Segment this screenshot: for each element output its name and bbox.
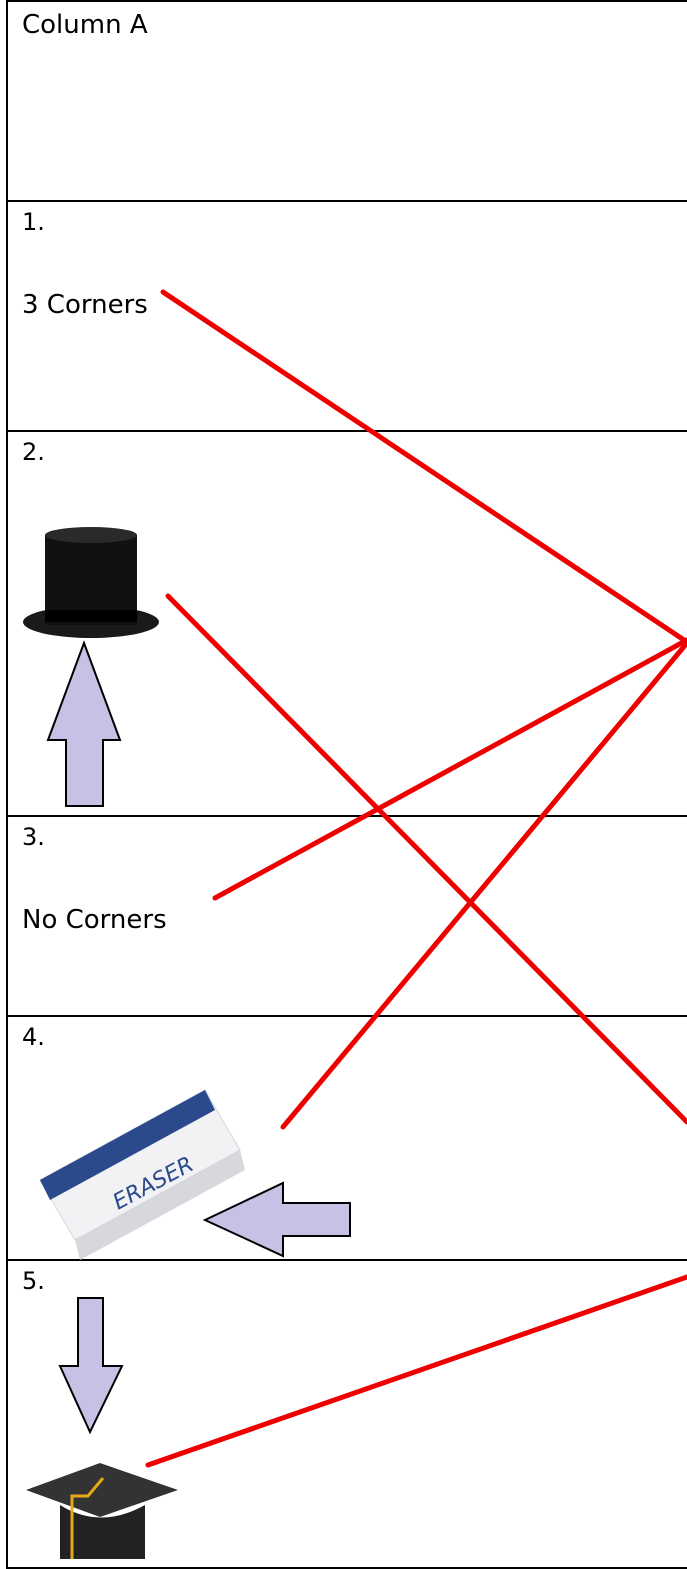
row-number: 5. bbox=[22, 1267, 45, 1295]
row-text: 3 Corners bbox=[22, 290, 148, 320]
row-4: 4. bbox=[6, 1015, 687, 1261]
row-number: 3. bbox=[22, 823, 45, 851]
row-number: 4. bbox=[22, 1023, 45, 1051]
row-2: 2. bbox=[6, 430, 687, 817]
header-row: Column A bbox=[6, 0, 687, 202]
column-a-table: Column A 1. 3 Corners 2. 3. No Corners 4… bbox=[6, 0, 687, 1559]
row-5: 5. bbox=[6, 1259, 687, 1569]
row-1: 1. 3 Corners bbox=[6, 200, 687, 432]
row-number: 1. bbox=[22, 208, 45, 236]
column-title: Column A bbox=[22, 10, 148, 40]
row-3: 3. No Corners bbox=[6, 815, 687, 1017]
row-text: No Corners bbox=[22, 905, 167, 935]
row-number: 2. bbox=[22, 438, 45, 466]
